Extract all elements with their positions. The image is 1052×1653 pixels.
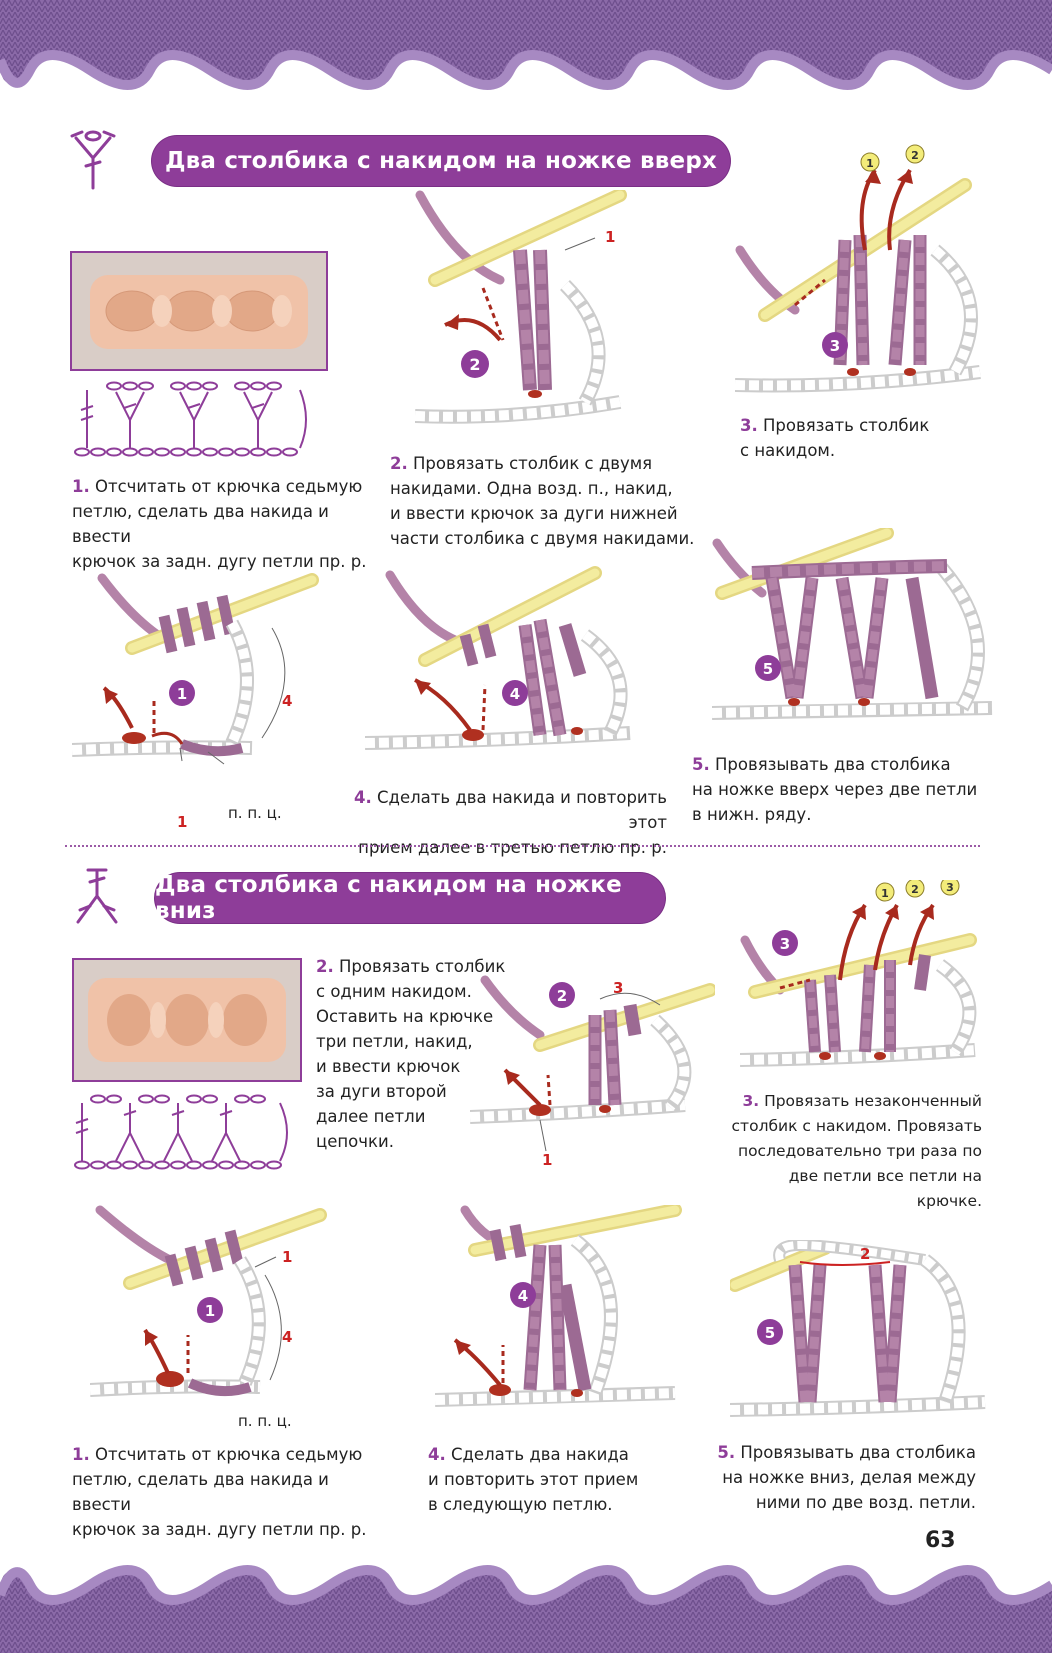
svg-text:3: 3	[830, 337, 840, 355]
bottom-wave-border	[0, 1565, 1052, 1653]
section1-step4-caption: 4. Сделать два накида и повторить этот п…	[354, 788, 667, 857]
svg-text:2: 2	[911, 883, 919, 896]
illustration-s2-step1: 1 1 4	[90, 1205, 327, 1397]
stitch-symbol-down-icon	[76, 868, 118, 924]
svg-text:2: 2	[860, 1245, 870, 1263]
section1-step1-caption: 1. Отсчитать от крючка седьмую петлю, сд…	[72, 477, 367, 571]
crochet-chart-up	[74, 381, 307, 457]
svg-text:3: 3	[946, 881, 954, 894]
section2-step2-caption: 2. Провязать столбик с одним накидом. Ос…	[316, 957, 506, 1151]
label-ppc-2: п. п. ц.	[238, 1412, 292, 1430]
svg-text:1: 1	[177, 685, 187, 703]
svg-text:4: 4	[282, 692, 292, 710]
svg-text:5: 5	[763, 660, 773, 678]
top-wave-border	[0, 0, 1052, 90]
section2-title: Два столбика с накидом на ножке вниз	[155, 872, 665, 924]
svg-text:4: 4	[282, 1328, 292, 1346]
section1-step5-caption: 5. Провязывать два столбика на ножке вве…	[692, 755, 978, 824]
svg-text:2: 2	[557, 987, 567, 1005]
illustration-step3: 1 2 3	[735, 144, 981, 393]
svg-text:2: 2	[469, 355, 480, 374]
svg-text:1: 1	[282, 1248, 292, 1266]
svg-text:5: 5	[765, 1324, 775, 1342]
section2-step3-caption: 3. Провязать незаконченный столбик с нак…	[731, 1092, 982, 1210]
illustration-s2-step2: 2 3 1	[470, 975, 715, 1169]
svg-text:4: 4	[510, 685, 520, 703]
sample-photo	[70, 251, 328, 371]
illustration-s2-step4: 4	[435, 1205, 682, 1407]
stitch-symbol-up-icon	[70, 130, 116, 190]
section1-step2-caption: 2. Провязать столбик с двумя накидами. О…	[390, 454, 695, 548]
section1-step3-caption: 3. Провязать столбик с накидом.	[740, 416, 930, 460]
svg-text:1: 1	[605, 228, 615, 246]
svg-text:1: 1	[205, 1302, 215, 1320]
section1-title: Два столбика с накидом на ножке вверх	[152, 136, 730, 186]
svg-text:2: 2	[911, 149, 919, 162]
illustration-s2-step5: 2 5	[730, 1240, 986, 1417]
crochet-chart-down	[74, 1094, 288, 1170]
svg-text:4: 4	[518, 1287, 528, 1305]
svg-text:1: 1	[881, 887, 889, 900]
section2-step5-caption: 5. Провязывать два столбика на ножке вни…	[717, 1443, 976, 1512]
svg-text:1: 1	[542, 1151, 552, 1169]
svg-text:3: 3	[613, 979, 623, 997]
illustration-step2: 2 1	[415, 190, 627, 424]
illustration-s2-step3: 1 2 3 3	[740, 880, 977, 1067]
illustration-step1: 1 4	[72, 573, 319, 765]
section-divider	[65, 845, 980, 851]
illustration-step5: 5	[712, 528, 993, 720]
sample-photo-2	[72, 958, 302, 1082]
section2-step4-caption: 4. Сделать два накида и повторить этот п…	[428, 1445, 639, 1514]
svg-text:3: 3	[780, 935, 790, 953]
label-one: 1	[177, 813, 188, 831]
page-number: 63	[925, 1528, 956, 1553]
illustration-step4: 4	[365, 566, 631, 750]
svg-text:1: 1	[866, 157, 874, 170]
label-ppc: п. п. ц.	[228, 804, 282, 822]
section2-step1-caption: 1. Отсчитать от крючка седьмую петлю, сд…	[72, 1445, 367, 1539]
